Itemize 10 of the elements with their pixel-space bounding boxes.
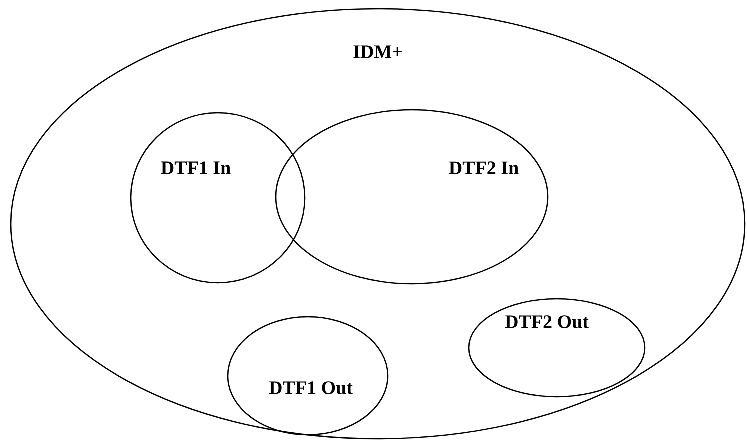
ellipse — [227, 316, 389, 436]
ellipse — [10, 8, 746, 440]
ellipse — [130, 112, 306, 284]
ellipse-label: DTF1 Out — [269, 382, 353, 394]
ellipse-label: DTF2 In — [449, 162, 519, 174]
ellipse — [275, 109, 549, 285]
ellipse — [468, 298, 646, 398]
ellipse-label: DTF1 In — [161, 162, 231, 174]
ellipse-label: IDM+ — [354, 46, 402, 58]
ellipse-label: DTF2 Out — [505, 316, 589, 328]
